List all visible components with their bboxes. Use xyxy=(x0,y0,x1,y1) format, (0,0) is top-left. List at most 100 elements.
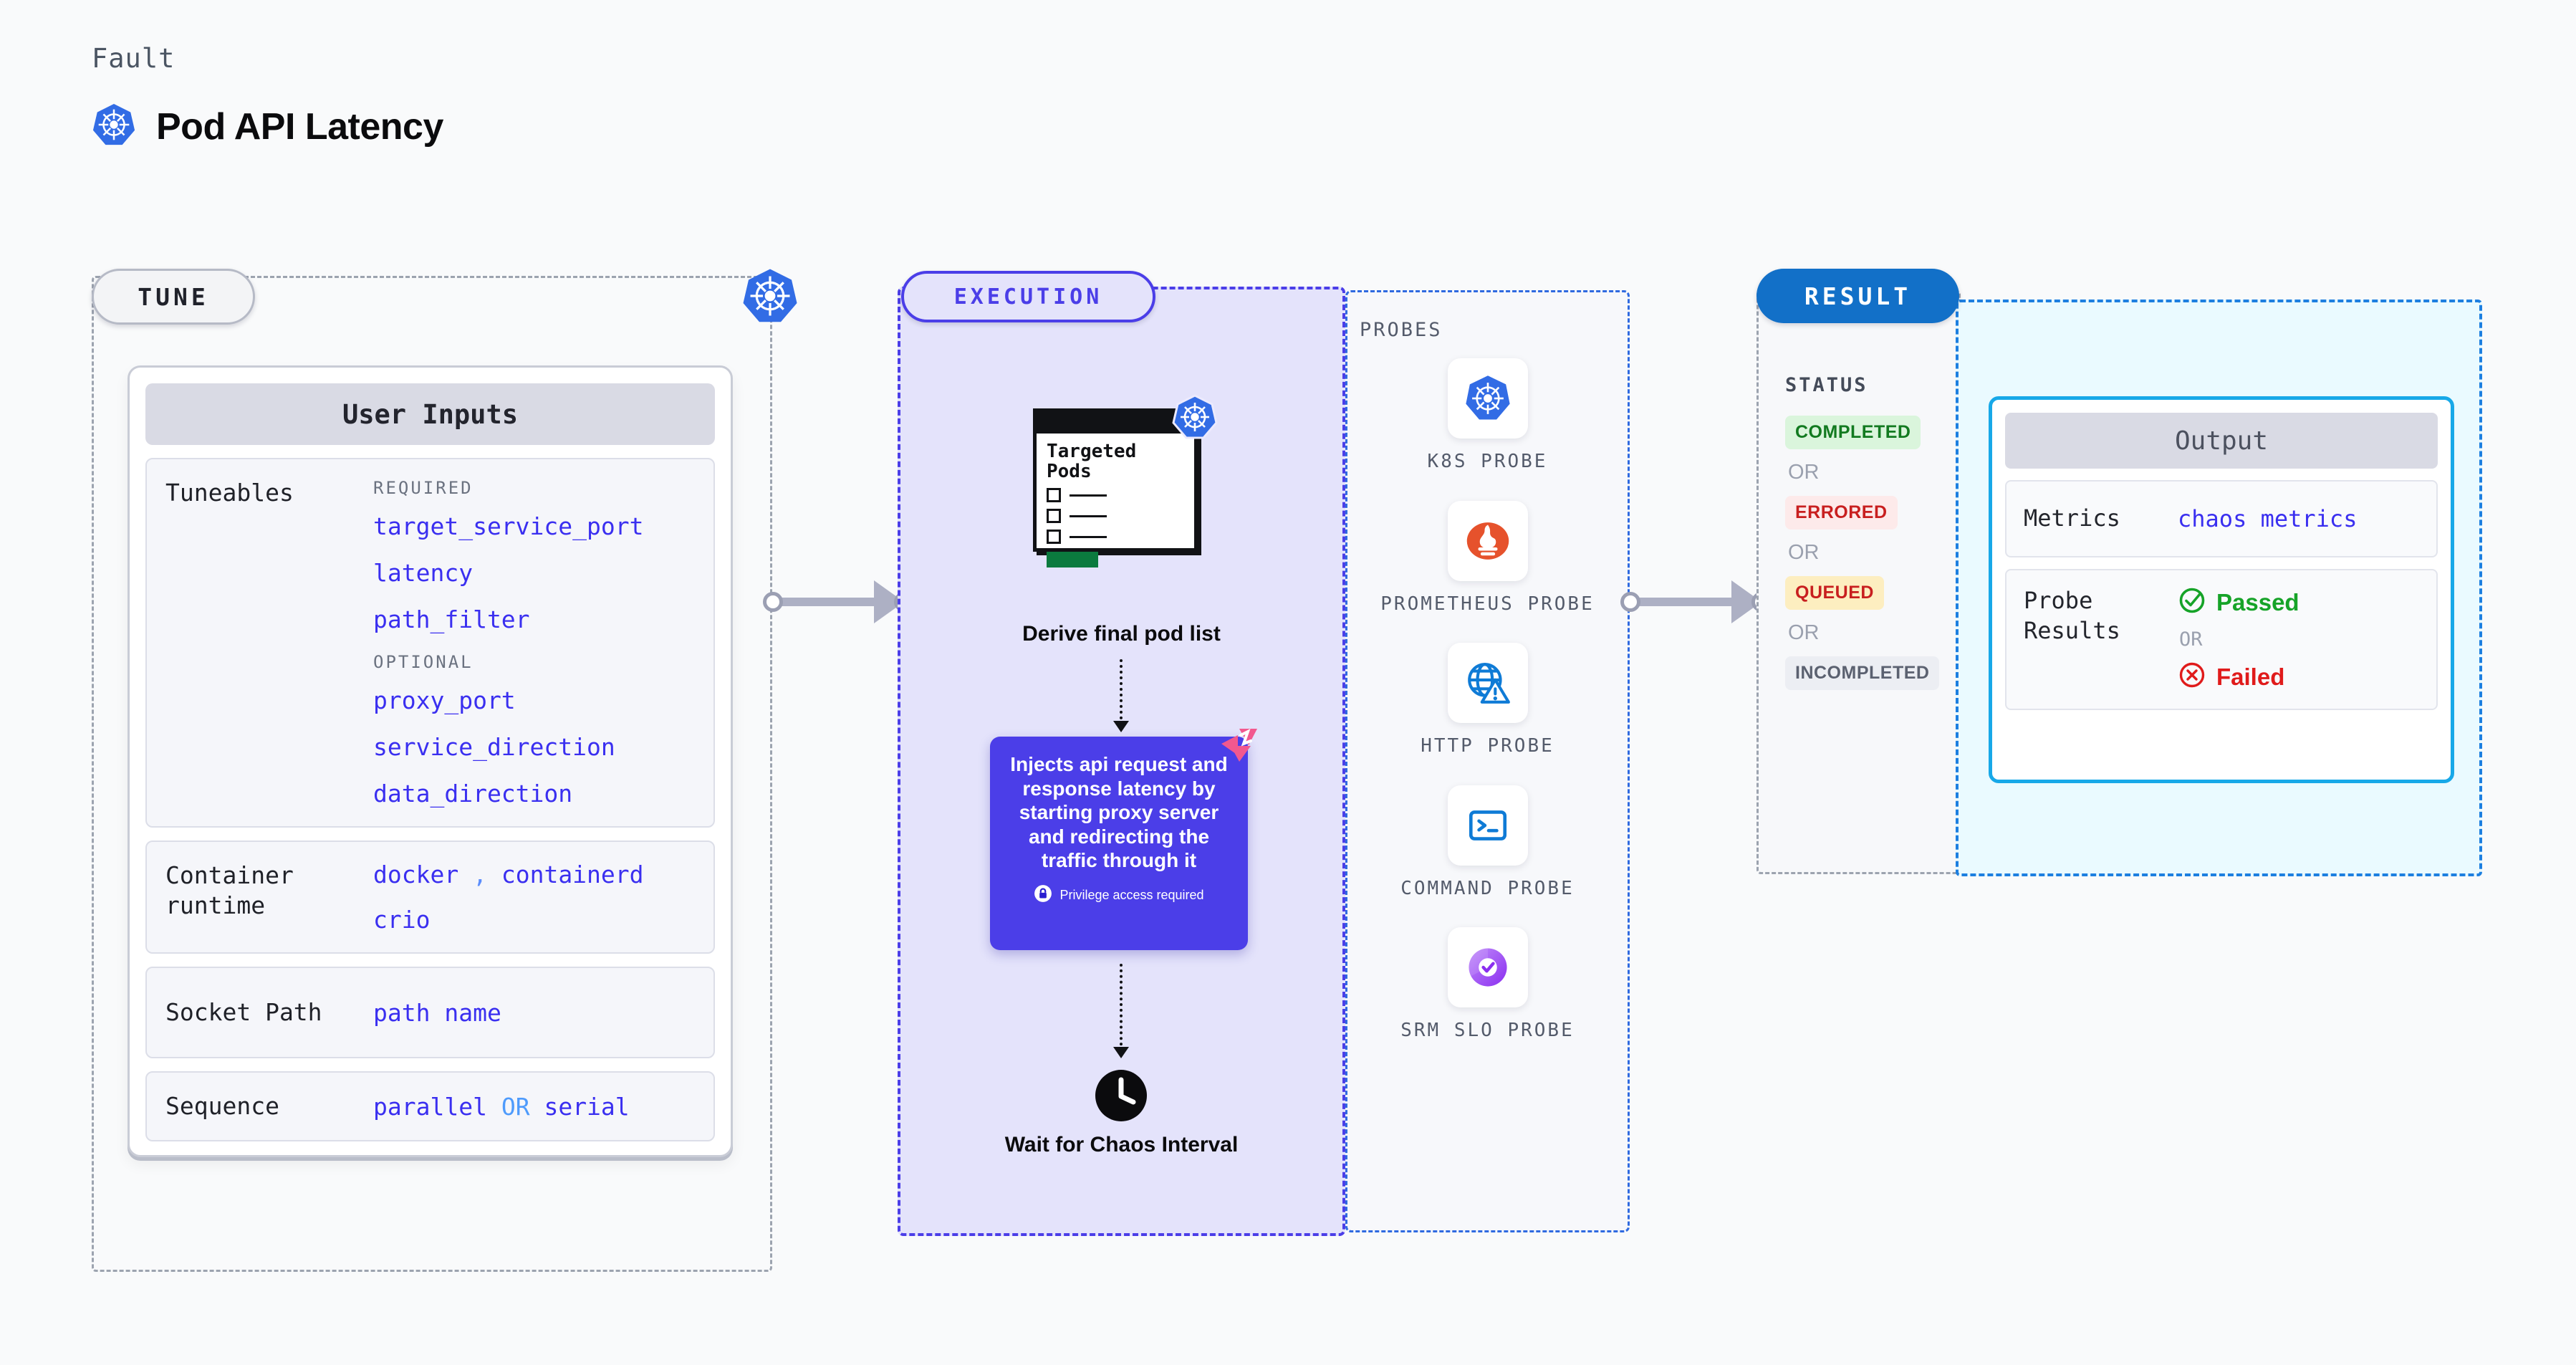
sequence-row: Sequence parallel OR serial xyxy=(145,1071,715,1142)
tune-chip[interactable]: TUNE xyxy=(92,269,255,325)
placeholder-line xyxy=(1070,514,1107,517)
probe-label: COMMAND PROBE xyxy=(1400,877,1575,899)
tuneables-row: Tuneables REQUIRED target_service_port l… xyxy=(145,458,715,828)
connector-tune-execution xyxy=(763,580,921,623)
status-badge: QUEUED xyxy=(1785,576,1884,610)
metrics-row: Metrics chaos metrics xyxy=(2005,480,2438,557)
litmus-chaos-icon xyxy=(1219,727,1259,764)
container-runtime-values: docker , containerd crio xyxy=(373,861,695,934)
metrics-label: Metrics xyxy=(2024,504,2120,532)
tuneable-item[interactable]: path_filter xyxy=(373,605,530,633)
sequence-values: parallel OR serial xyxy=(373,1093,695,1121)
checkbox-icon xyxy=(1047,488,1061,503)
output-title: Output xyxy=(2005,413,2438,469)
check-circle-icon xyxy=(2178,586,2206,618)
container-runtime-label: Container runtime xyxy=(165,861,294,920)
or-separator: OR xyxy=(1788,541,1820,564)
passed-label: Passed xyxy=(2216,588,2299,616)
runtime-crio[interactable]: crio xyxy=(373,906,431,934)
socket-path-values: path name xyxy=(373,999,695,1027)
srm-slo-icon xyxy=(1447,927,1528,1007)
inject-description: Injects api request and response latency… xyxy=(1010,753,1228,872)
lock-icon xyxy=(1034,884,1052,906)
status-list: COMPLETED OR ERRORED OR QUEUED OR INCOMP… xyxy=(1785,416,1957,690)
tuneable-item[interactable]: service_direction xyxy=(373,733,615,761)
user-inputs-card: User Inputs Tuneables REQUIRED target_se… xyxy=(128,365,733,1157)
probe-results-values: Passed OR Failed xyxy=(2178,586,2419,693)
fault-eyebrow: Fault xyxy=(92,43,176,74)
probe-item-k8s[interactable]: K8S PROBE xyxy=(1345,358,1630,474)
probe-list: K8S PROBE PROMETHEUS PROBE xyxy=(1345,358,1630,1070)
tuneable-item[interactable]: proxy_port xyxy=(373,686,516,714)
probe-item-http[interactable]: HTTP PROBE xyxy=(1345,643,1630,758)
tuneables-values: REQUIRED target_service_port latency pat… xyxy=(373,478,695,808)
sequence-joiner: OR xyxy=(501,1092,530,1121)
tuneables-label: Tuneables xyxy=(165,479,294,507)
optional-header: OPTIONAL xyxy=(373,652,474,672)
value-separator: , xyxy=(473,861,487,889)
title-row: Pod API Latency xyxy=(92,102,443,150)
flow-arrow-inject-to-wait xyxy=(1113,964,1129,1058)
sequence-label: Sequence xyxy=(165,1092,279,1120)
kubernetes-icon xyxy=(1172,394,1218,440)
or-separator: OR xyxy=(1788,621,1820,644)
window-body: Targeted Pods xyxy=(1037,434,1194,568)
derive-pod-list-label: Derive final pod list xyxy=(1022,622,1221,646)
kubernetes-icon xyxy=(741,267,799,325)
probe-label: HTTP PROBE xyxy=(1421,735,1554,757)
runtime-containerd[interactable]: containerd xyxy=(501,861,644,889)
container-runtime-row: Container runtime docker , containerd cr… xyxy=(145,840,715,954)
status-badge: COMPLETED xyxy=(1785,416,1921,449)
probe-item-srm-slo[interactable]: SRM SLO PROBE xyxy=(1345,927,1630,1043)
privilege-note: Privilege access required xyxy=(1004,884,1234,906)
execution-chip[interactable]: EXECUTION xyxy=(901,271,1155,322)
probe-results-label: Probe Results xyxy=(2024,587,2120,644)
required-header: REQUIRED xyxy=(373,478,474,498)
probe-label: PROMETHEUS PROBE xyxy=(1380,593,1595,615)
checkbox-icon xyxy=(1047,509,1061,524)
kubernetes-icon xyxy=(92,102,136,150)
probe-result-failed: Failed xyxy=(2178,661,2419,693)
status-badge: INCOMPLETED xyxy=(1785,656,1940,690)
socket-path-value[interactable]: path name xyxy=(373,998,501,1027)
status-badge: ERRORED xyxy=(1785,496,1898,530)
page-header: Fault Pod API Latency xyxy=(92,43,443,150)
runtime-docker[interactable]: docker xyxy=(373,861,459,889)
probe-label: SRM SLO PROBE xyxy=(1400,1020,1575,1041)
status-title: STATUS xyxy=(1785,374,1868,396)
tuneable-item[interactable]: target_service_port xyxy=(373,512,644,540)
or-separator: OR xyxy=(2179,628,2203,651)
wait-interval-label: Wait for Chaos Interval xyxy=(1004,1133,1239,1156)
tuneable-item[interactable]: latency xyxy=(373,559,474,587)
targeted-pods-window: Targeted Pods xyxy=(1033,408,1198,568)
globe-warning-icon xyxy=(1447,643,1528,723)
probe-label: K8S PROBE xyxy=(1427,451,1548,472)
targeted-pods-title: Targeted Pods xyxy=(1047,441,1137,482)
sequence-serial[interactable]: serial xyxy=(544,1092,630,1121)
probe-item-prometheus[interactable]: PROMETHEUS PROBE xyxy=(1345,500,1630,616)
sequence-parallel[interactable]: parallel xyxy=(373,1092,487,1121)
page-title: Pod API Latency xyxy=(156,105,443,148)
placeholder-line xyxy=(1070,494,1107,497)
targeted-pods-card: Targeted Pods xyxy=(1033,394,1218,568)
probes-title: PROBES xyxy=(1360,319,1443,341)
metrics-value[interactable]: chaos metrics xyxy=(2178,505,2358,532)
socket-path-row: Socket Path path name xyxy=(145,967,715,1058)
progress-bar xyxy=(1047,552,1098,568)
placeholder-line xyxy=(1070,535,1107,538)
connector-execution-result xyxy=(1620,580,1778,623)
output-card: Output Metrics chaos metrics Probe Resul… xyxy=(1989,396,2454,783)
prometheus-icon xyxy=(1447,500,1528,581)
kubernetes-icon xyxy=(1447,358,1528,439)
pod-list-item xyxy=(1047,509,1186,524)
window-titlebar xyxy=(1037,412,1194,434)
pod-list-item xyxy=(1047,488,1186,503)
result-chip[interactable]: RESULT xyxy=(1756,269,1959,323)
socket-path-label: Socket Path xyxy=(165,997,322,1026)
probe-item-command[interactable]: COMMAND PROBE xyxy=(1345,785,1630,901)
pod-list-item xyxy=(1047,530,1186,545)
privilege-text: Privilege access required xyxy=(1059,887,1204,902)
tuneable-item[interactable]: data_direction xyxy=(373,780,573,808)
x-circle-icon xyxy=(2178,661,2206,693)
failed-label: Failed xyxy=(2216,663,2285,690)
